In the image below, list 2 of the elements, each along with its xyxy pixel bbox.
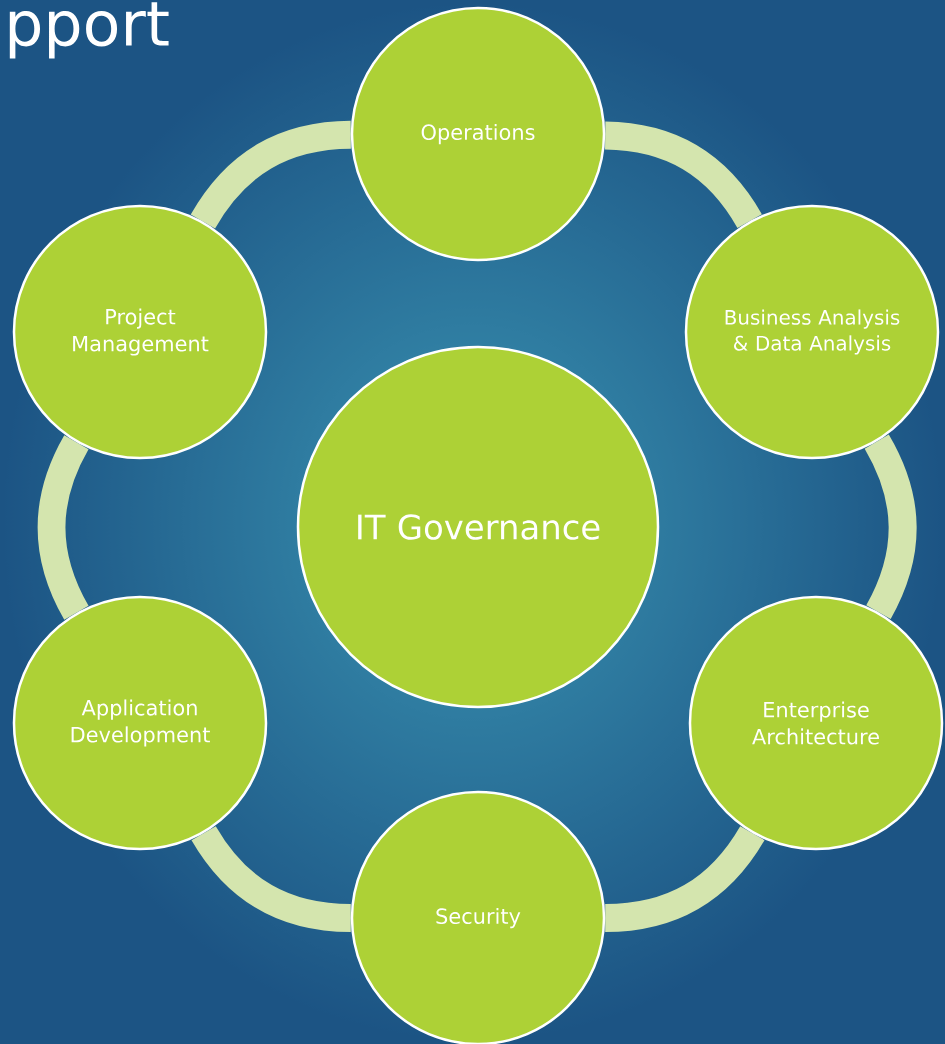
ring-segment [37, 435, 89, 620]
title: pport [9, 2, 169, 59]
